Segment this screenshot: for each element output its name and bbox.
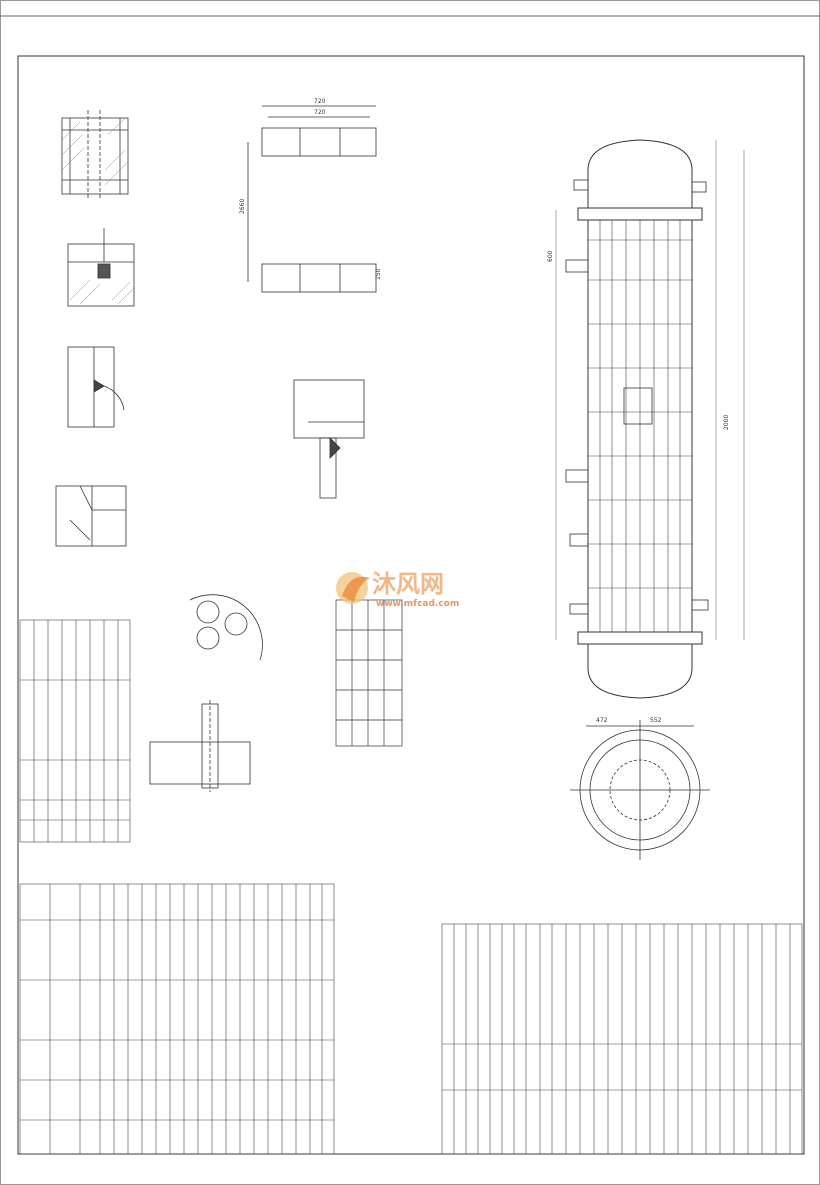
exchanger-tubes — [599, 220, 681, 632]
dim-side-tube-length: 2000 — [723, 415, 730, 430]
exchanger-baffles — [588, 239, 692, 589]
baffle-grid-view — [335, 599, 403, 747]
detail-view-6 — [149, 700, 251, 792]
exchanger-nozzles — [565, 179, 709, 615]
dim-top-overall: 720 — [314, 98, 326, 105]
dim-end-view-right: 552 — [650, 717, 662, 724]
tube-sheet-end-view — [570, 720, 710, 860]
parts-list-table-left — [19, 619, 131, 843]
detail-view-2 — [67, 228, 135, 307]
detail-view-4 — [55, 485, 127, 547]
watermark-url: www.mfcad.com — [376, 599, 459, 609]
parts-list-table-center — [19, 883, 335, 1155]
detail-hatch-1 — [61, 117, 129, 186]
dim-top-inner: 720 — [314, 109, 326, 116]
technical-data-table-right — [441, 923, 803, 1155]
detail-view-3 — [67, 346, 125, 428]
baffle-plate-view — [247, 105, 377, 293]
drawing-frame — [17, 55, 805, 1155]
dim-right-bottom: 150 — [375, 268, 382, 280]
detail-hatch-2 — [69, 279, 135, 305]
detail-view-1 — [61, 110, 129, 200]
watermark-logo — [336, 572, 370, 604]
watermark-brand: 沐风网 — [372, 570, 444, 598]
dim-left-height: 2660 — [239, 199, 246, 214]
dim-side-total: 600 — [547, 250, 554, 262]
detail-view-5 — [293, 379, 365, 499]
exchanger-dimension-lines — [555, 140, 745, 640]
tube-pitch-detail — [189, 594, 263, 661]
dim-end-view-left: 472 — [596, 717, 608, 724]
